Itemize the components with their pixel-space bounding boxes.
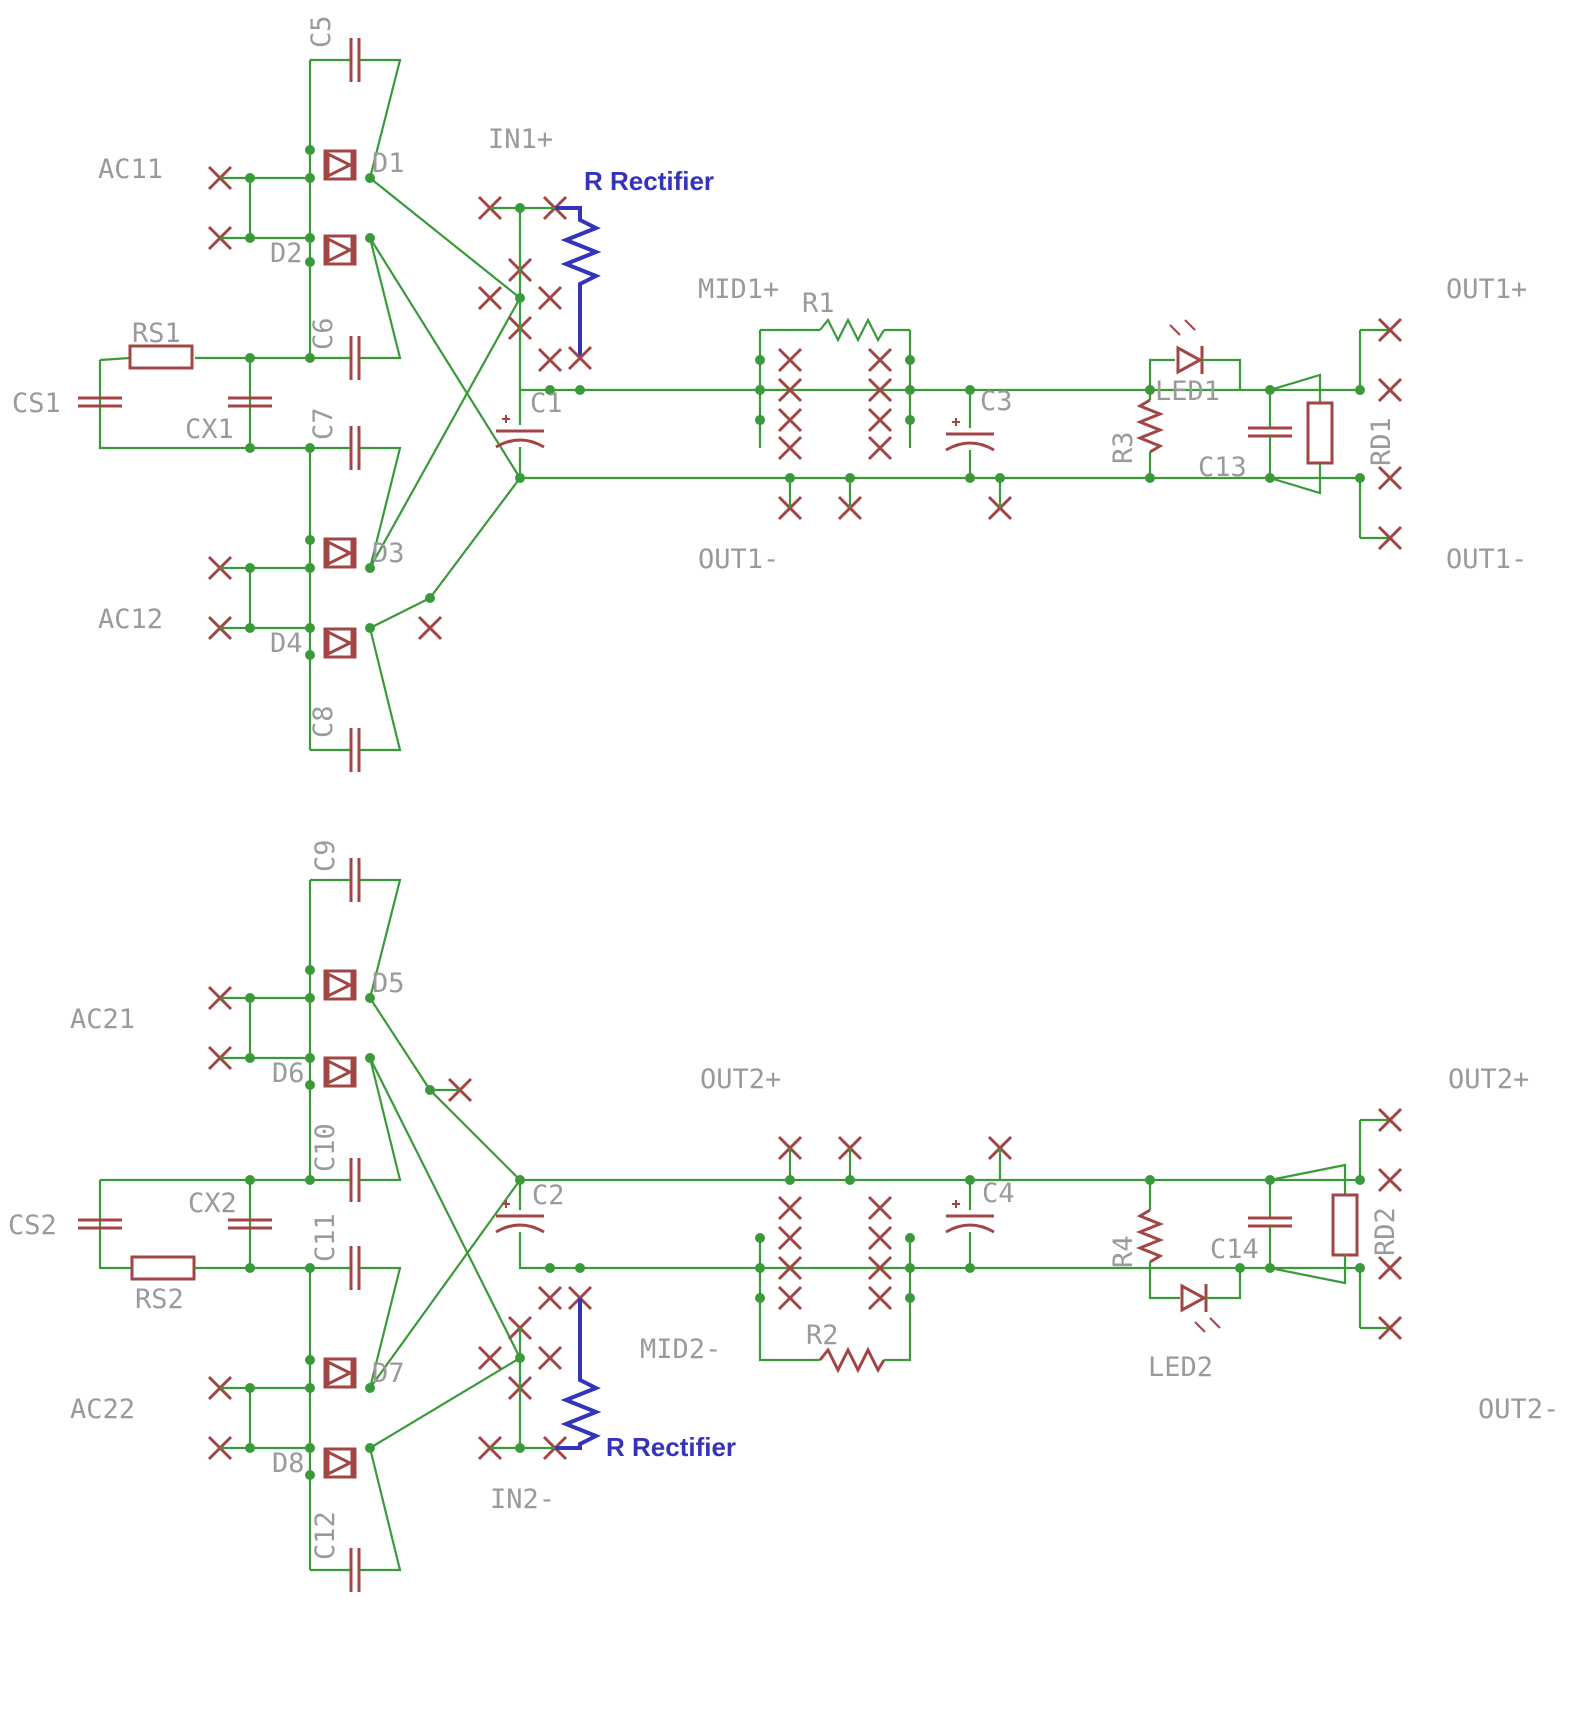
label-led2: LED2 [1148, 1352, 1213, 1383]
label-led1: LED1 [1155, 376, 1220, 407]
capacitor-c7 [250, 424, 402, 569]
labels: AC11 AC12 AC21 AC22 CS1 RS1 CX1 CS2 RS2 … [8, 15, 1559, 1560]
label-cs1: CS1 [12, 388, 61, 419]
label-rd1: RD1 [1366, 417, 1397, 466]
label-r-rectifier-bottom: R Rectifier [606, 1432, 736, 1462]
resistor-r4-led2 [1135, 1175, 1245, 1333]
label-rd2: RD2 [1370, 1207, 1401, 1256]
label-c9: C9 [310, 839, 341, 872]
resistor-r3-led1 [1135, 319, 1242, 483]
label-d2: D2 [270, 238, 303, 269]
capacitor-c8 [310, 627, 402, 774]
label-d5: D5 [372, 968, 405, 999]
label-c4: C4 [982, 1178, 1015, 1209]
label-c14: C14 [1210, 1234, 1259, 1265]
label-d4: D4 [270, 628, 303, 659]
capacitor-c6 [250, 237, 402, 382]
diode-d1 [305, 145, 375, 183]
label-ac22: AC22 [70, 1394, 135, 1425]
top-circuit [76, 36, 1403, 774]
label-r4: R4 [1108, 1235, 1139, 1268]
label-c6: C6 [308, 317, 339, 350]
label-in2-minus: IN2- [490, 1484, 555, 1515]
diode-d2 [305, 233, 375, 267]
snubber-cs1-rs1-cx1 [76, 344, 315, 453]
label-out2-plus: OUT2+ [1448, 1064, 1529, 1095]
diode-d4 [305, 623, 375, 660]
label-c5: C5 [306, 15, 337, 48]
label-c2: C2 [532, 1180, 565, 1211]
capacitor-c14-rd2 [1246, 1163, 1359, 1285]
diode-d5 [305, 965, 375, 1003]
in2-minus-connector [477, 1285, 593, 1461]
label-d7: D7 [372, 1358, 405, 1389]
label-c12: C12 [310, 1511, 341, 1560]
label-c8: C8 [308, 705, 339, 738]
label-c7: C7 [308, 407, 339, 440]
ac21-connector [207, 985, 310, 1071]
label-cs2: CS2 [8, 1210, 57, 1241]
label-r3: R3 [1108, 431, 1139, 464]
label-mid2-minus: MID2- [640, 1334, 721, 1365]
snubber-cs2-rs2-cx2 [76, 1175, 315, 1281]
diode-d8 [305, 1443, 375, 1480]
capacitor-c13-rd1 [1246, 373, 1334, 495]
label-cx1: CX1 [185, 414, 234, 445]
bottom-circuit [76, 856, 1403, 1594]
label-c11: C11 [310, 1213, 341, 1262]
label-r1: R1 [802, 288, 835, 319]
label-c3: C3 [980, 386, 1013, 417]
capacitor-c12 [310, 1447, 402, 1594]
label-r2: R2 [806, 1320, 839, 1351]
label-rs2: RS2 [135, 1284, 184, 1315]
label-out1-plus: OUT1+ [1446, 274, 1527, 305]
in1-plus-connector [477, 195, 568, 390]
ac11-connector [207, 165, 310, 251]
diode-d7 [305, 1355, 375, 1393]
label-ac11: AC11 [98, 154, 163, 185]
label-rs1: RS1 [132, 318, 181, 349]
capacitor-c5 [310, 36, 402, 179]
label-d3: D3 [372, 538, 405, 569]
label-d1: D1 [372, 148, 405, 179]
capacitor-c3 [944, 385, 996, 483]
capacitor-c11 [250, 1244, 402, 1389]
diode-d3 [305, 535, 375, 573]
ac22-connector [207, 1375, 310, 1461]
label-d8: D8 [272, 1448, 305, 1479]
out2-connector [1355, 1107, 1403, 1341]
label-ac21: AC21 [70, 1004, 135, 1035]
label-out2-minus: OUT2- [1478, 1394, 1559, 1425]
ac12-connector [207, 555, 310, 641]
label-c10: C10 [310, 1123, 341, 1172]
diode-d6 [305, 1053, 375, 1090]
label-d6: D6 [272, 1058, 305, 1089]
label-out1-minus: OUT1- [1446, 544, 1527, 575]
label-cx2: CX2 [188, 1188, 237, 1219]
label-in1-plus: IN1+ [488, 124, 553, 155]
capacitor-c9 [310, 856, 402, 999]
label-out1-minus-mid: OUT1- [698, 544, 779, 575]
resistor-r2-block [755, 1195, 915, 1374]
label-ac12: AC12 [98, 604, 163, 635]
label-c1: C1 [530, 388, 563, 419]
label-c13: C13 [1198, 452, 1247, 483]
capacitor-c10 [250, 1057, 402, 1204]
resistor-r1-block [755, 317, 915, 461]
label-mid1-plus: MID1+ [698, 274, 779, 305]
out1-connector [1355, 317, 1403, 551]
label-r-rectifier-top: R Rectifier [584, 166, 714, 196]
r-rectifier-top [555, 206, 602, 371]
r-rectifier-bottom [555, 1298, 602, 1450]
label-out2-plus-mid: OUT2+ [700, 1064, 781, 1095]
capacitor-c4 [944, 1175, 996, 1273]
